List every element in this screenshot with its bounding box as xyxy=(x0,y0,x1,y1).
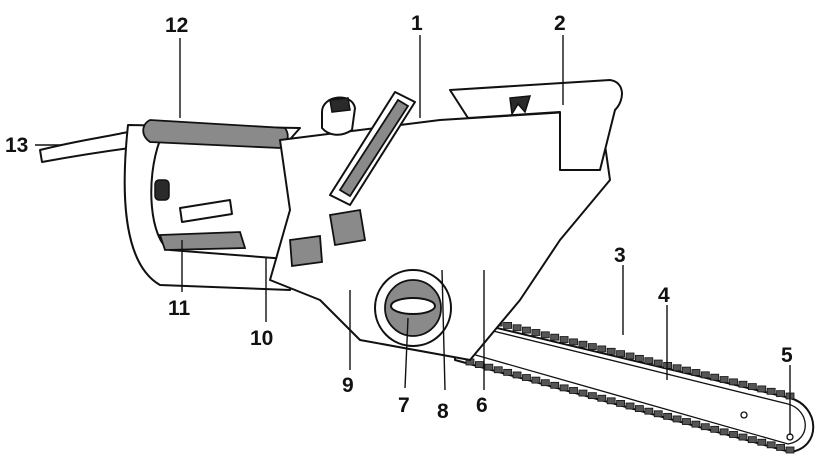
leader-lines xyxy=(35,35,791,435)
chain-link xyxy=(625,402,635,410)
oil-tank-cap xyxy=(321,96,356,136)
chain-link xyxy=(512,371,522,379)
chain-link xyxy=(729,378,738,386)
chain-link xyxy=(475,361,484,368)
chain-link xyxy=(531,329,541,336)
callout-6: 6 xyxy=(476,394,488,417)
chain-link xyxy=(682,418,691,425)
chain-link xyxy=(569,338,578,346)
callout-1: 1 xyxy=(411,12,423,35)
callout-3: 3 xyxy=(614,244,626,267)
chain-link xyxy=(522,326,531,334)
chain-link xyxy=(672,364,682,372)
callout-7: 7 xyxy=(398,394,410,417)
chain-link xyxy=(540,331,550,339)
callout-4: 4 xyxy=(658,284,670,307)
chain-link xyxy=(757,385,767,393)
chain-link xyxy=(757,438,767,446)
chain-link xyxy=(700,371,710,379)
chain-link xyxy=(616,350,625,358)
chain-link xyxy=(682,366,691,374)
chain-link xyxy=(691,420,701,428)
front-handle xyxy=(449,79,623,171)
chain-link xyxy=(625,352,635,360)
chain-link xyxy=(503,368,513,376)
chain-link xyxy=(776,444,785,451)
brand-logo-icon xyxy=(509,95,532,117)
chain-link xyxy=(522,374,531,381)
chain-link xyxy=(493,366,503,374)
callout-labels: 1 2 3 4 5 6 7 8 9 10 11 12 13 xyxy=(5,12,793,423)
callout-5: 5 xyxy=(781,344,793,367)
chain-link xyxy=(691,369,701,376)
chain-link xyxy=(766,387,776,395)
chain-link xyxy=(663,412,673,420)
guide-bar xyxy=(454,317,815,453)
trigger-switch xyxy=(154,179,170,201)
chain-link xyxy=(578,389,588,397)
chain-link xyxy=(597,394,607,402)
chain-link xyxy=(644,407,654,415)
callout-12: 12 xyxy=(165,14,188,37)
chain-link xyxy=(729,431,738,438)
chain-link xyxy=(606,347,616,355)
chain-link xyxy=(747,436,757,444)
chain-link xyxy=(635,354,644,362)
chain-link xyxy=(719,428,729,436)
chain-link xyxy=(503,322,513,329)
chain-link xyxy=(644,357,654,365)
chain-link xyxy=(578,340,588,348)
callout-8: 8 xyxy=(437,400,449,423)
chain-link xyxy=(653,410,663,418)
chain-link xyxy=(672,415,682,423)
callout-9: 9 xyxy=(342,374,354,397)
chain-link xyxy=(738,380,748,388)
chain-link xyxy=(597,345,607,353)
callout-10: 10 xyxy=(250,327,273,350)
chain-link xyxy=(569,387,578,394)
callout-11: 11 xyxy=(168,297,191,320)
chain-link xyxy=(653,359,663,367)
chain-link xyxy=(484,363,494,371)
chain-link xyxy=(550,333,560,341)
chain-link xyxy=(738,433,748,441)
chain-link xyxy=(540,379,550,387)
chain-tension-knob xyxy=(374,269,452,347)
hand-guard xyxy=(329,91,416,206)
chain-link xyxy=(710,425,720,433)
chain-link xyxy=(776,390,785,398)
chain-link xyxy=(587,392,597,400)
chain-link xyxy=(785,446,795,454)
chain-link xyxy=(550,381,560,389)
chain-link xyxy=(559,336,569,343)
callout-13: 13 xyxy=(5,134,28,157)
chain-link xyxy=(616,400,625,407)
chain-link xyxy=(710,373,720,381)
callout-2: 2 xyxy=(554,12,566,35)
power-cord xyxy=(39,131,131,163)
chain-link xyxy=(531,376,541,384)
chain-link xyxy=(512,324,522,332)
chain-link xyxy=(559,384,569,392)
chain-link xyxy=(606,397,616,405)
chain-link xyxy=(766,441,776,449)
chain-link xyxy=(700,423,710,431)
chain-link xyxy=(719,376,729,383)
chain-link xyxy=(587,343,597,350)
chain-link xyxy=(747,383,757,390)
chain-link xyxy=(635,405,644,412)
